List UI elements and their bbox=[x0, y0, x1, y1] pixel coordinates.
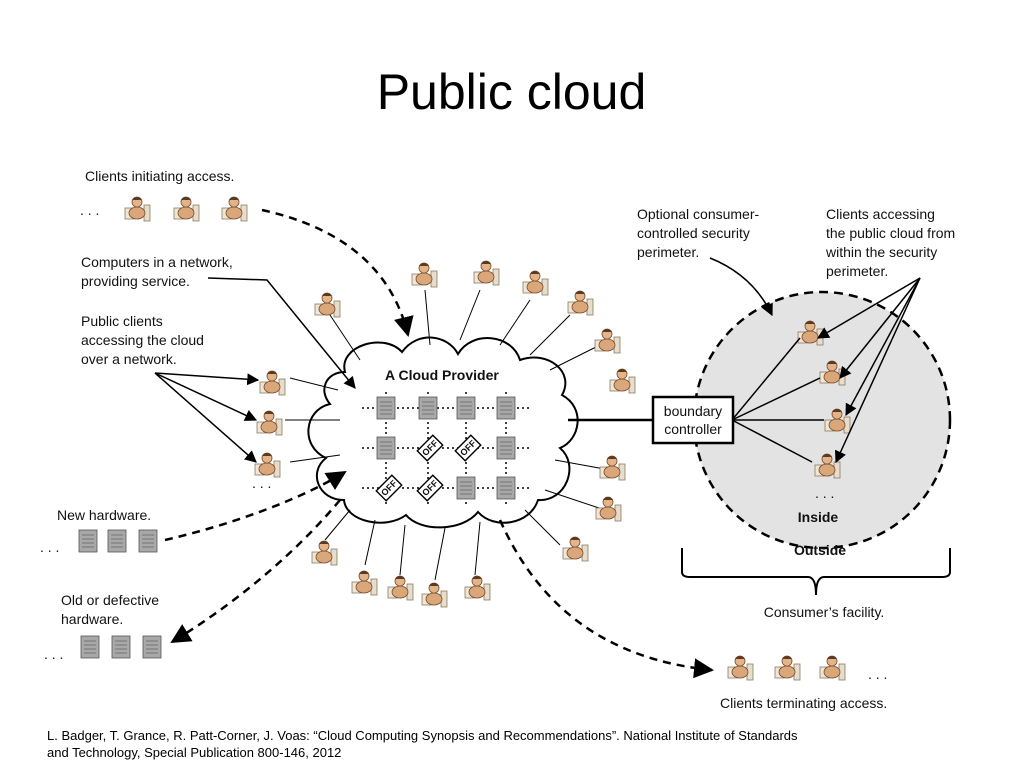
outside-label: Outside bbox=[794, 542, 846, 558]
ellipsis: . . . bbox=[80, 202, 99, 218]
clients-within-label: Clients accessing bbox=[826, 206, 935, 222]
computers-network-label: providing service. bbox=[81, 273, 190, 289]
boundary-controller-box bbox=[651, 395, 735, 445]
clients-terminating-label: Clients terminating access. bbox=[720, 695, 887, 711]
public-clients-label: over a network. bbox=[81, 351, 177, 367]
new-hardware-label: New hardware. bbox=[57, 507, 151, 523]
clients-within-label: the public cloud from bbox=[826, 225, 955, 241]
ellipsis: . . . bbox=[40, 539, 59, 555]
annotation-arrows bbox=[154, 257, 921, 464]
ellipsis: . . . bbox=[44, 646, 63, 662]
clients-within-label: perimeter. bbox=[826, 263, 888, 279]
clients-within-label: within the security bbox=[825, 244, 937, 260]
boundary-controller-label: controller bbox=[664, 421, 722, 437]
ellipsis: . . . bbox=[815, 485, 834, 501]
old-hardware-label: hardware. bbox=[61, 611, 123, 627]
public-clients-label: Public clients bbox=[81, 313, 163, 329]
cloud-shape bbox=[307, 336, 579, 529]
boundary-controller-label: boundary bbox=[664, 403, 722, 419]
optional-perimeter-label: controlled security bbox=[637, 225, 750, 241]
access-flow-arrows bbox=[164, 208, 714, 679]
controller-connections bbox=[731, 337, 824, 463]
cloud-provider-label: A Cloud Provider bbox=[385, 367, 499, 383]
consumer-facility-label: Consumer’s facility. bbox=[764, 604, 885, 620]
citation-line: L. Badger, T. Grance, R. Patt-Corner, J.… bbox=[47, 728, 798, 743]
old-hardware-label: Old or defective bbox=[61, 592, 159, 608]
citation-line: and Technology, Special Publication 800-… bbox=[47, 745, 342, 760]
ellipsis: . . . bbox=[868, 666, 887, 682]
optional-perimeter-label: Optional consumer- bbox=[637, 206, 760, 222]
ellipsis: . . . bbox=[252, 475, 271, 491]
clients-initiating-label: Clients initiating access. bbox=[85, 168, 234, 184]
public-clients-label: accessing the cloud bbox=[81, 332, 204, 348]
optional-perimeter-label: perimeter. bbox=[637, 244, 699, 260]
citation: L. Badger, T. Grance, R. Patt-Corner, J.… bbox=[47, 727, 977, 761]
consumer-facility-bracket bbox=[681, 548, 951, 596]
slide-title: Public cloud bbox=[376, 64, 647, 120]
inside-label: Inside bbox=[798, 509, 839, 525]
computers-network-label: Computers in a network, bbox=[81, 254, 233, 270]
